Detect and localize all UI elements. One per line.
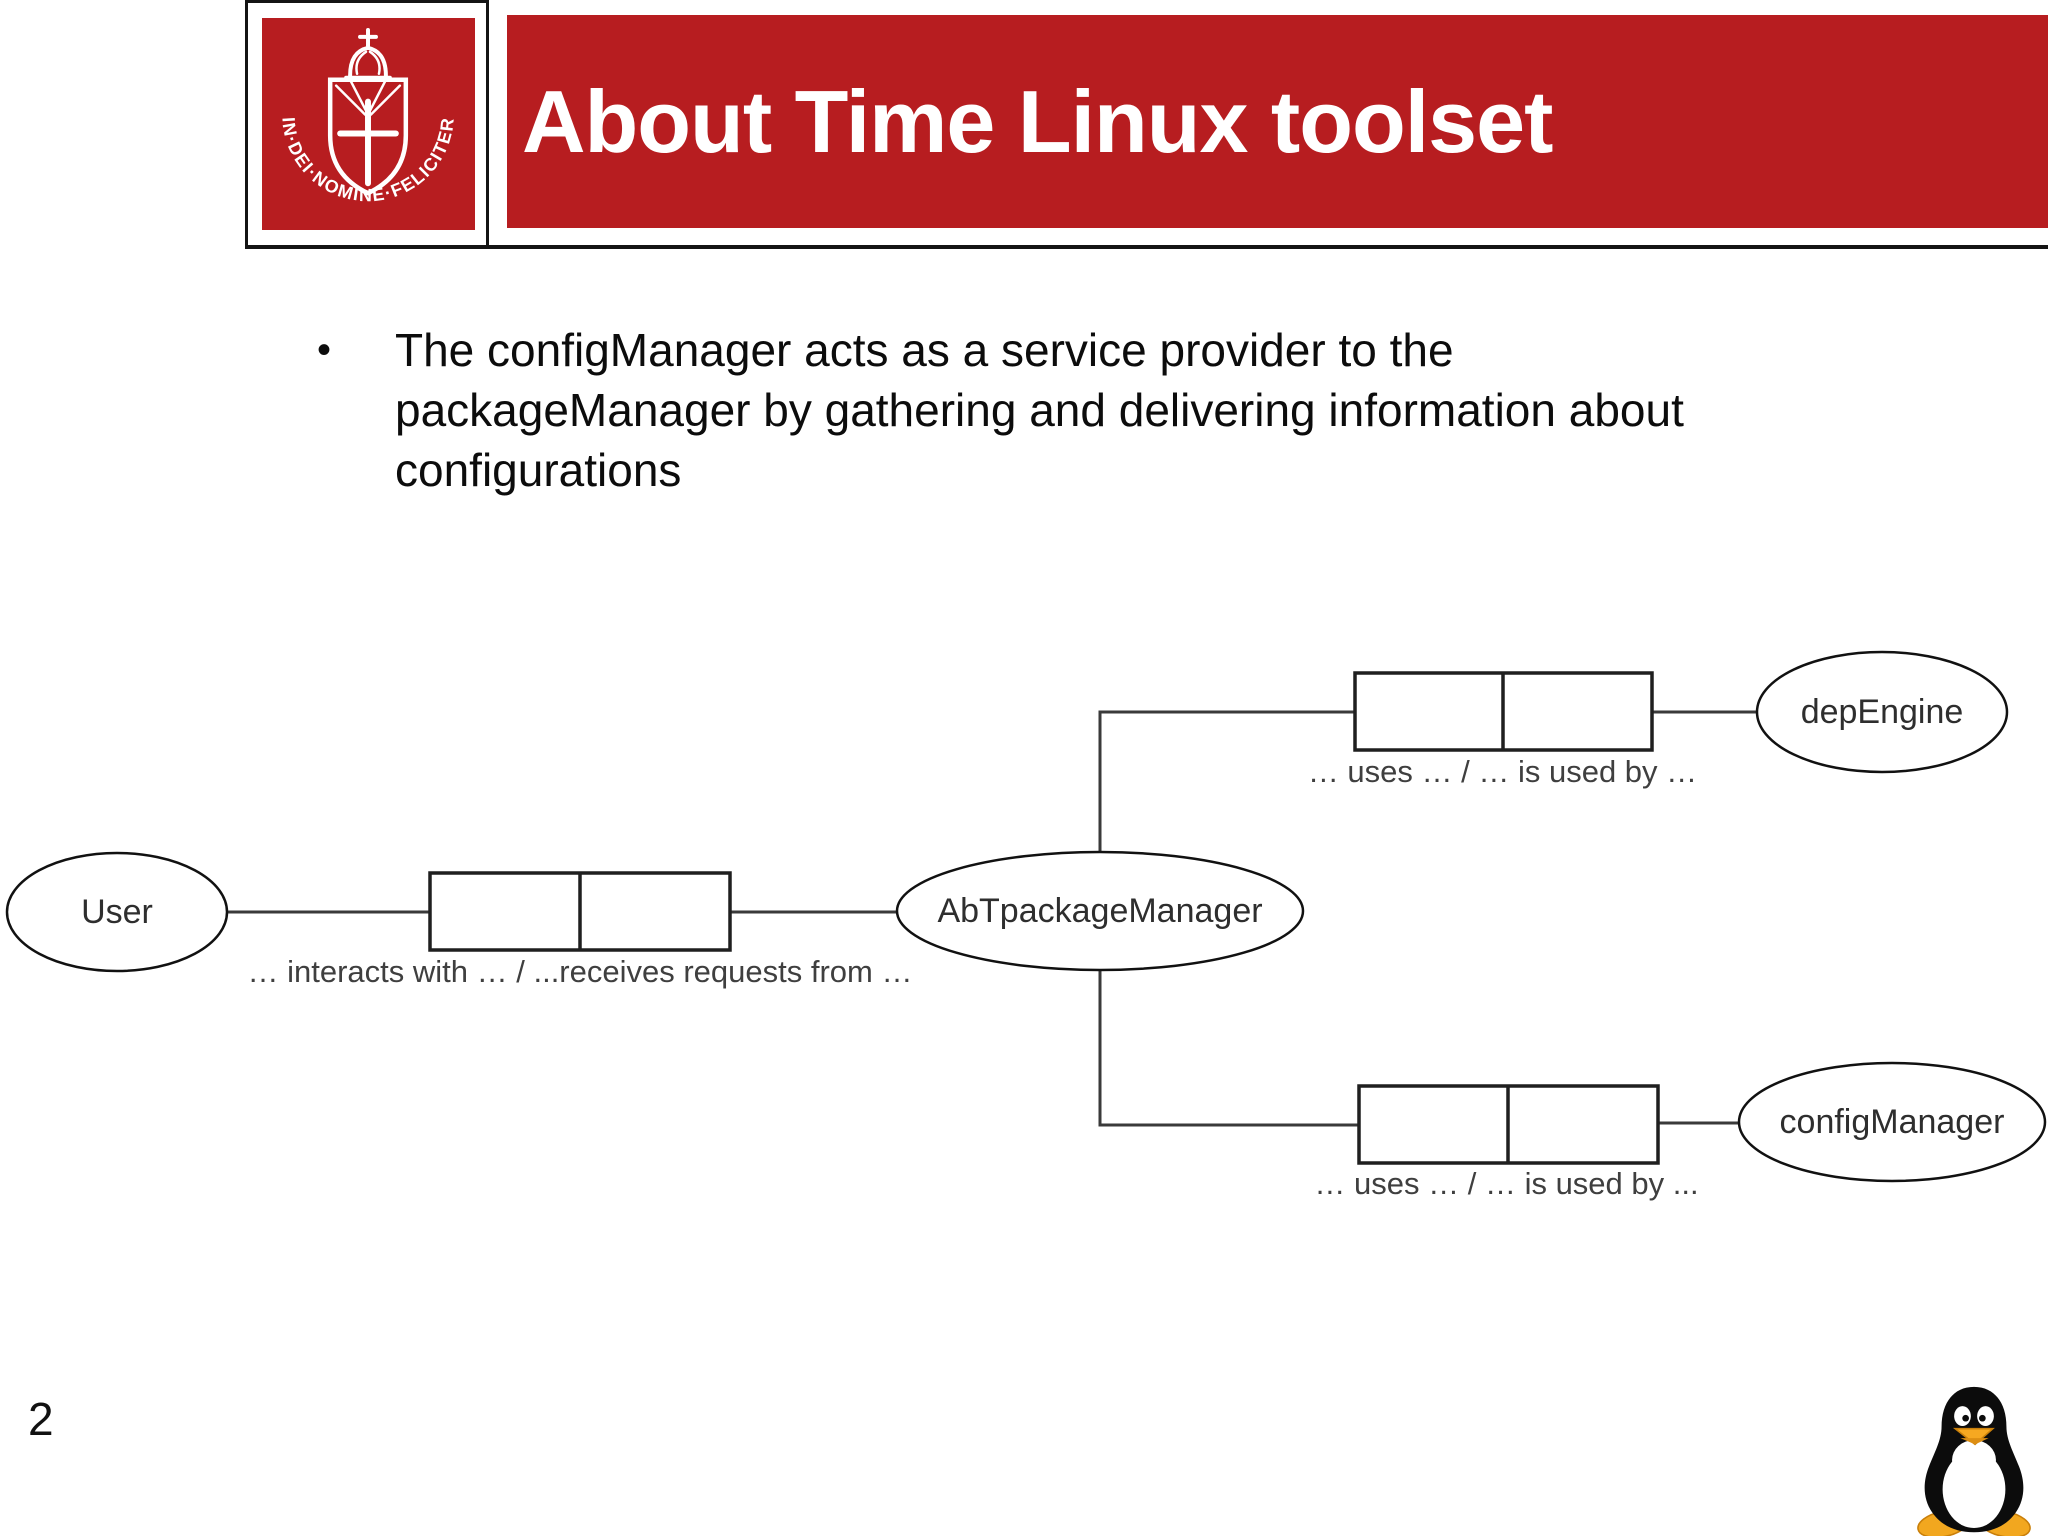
edge-packagemanager-usesbox-top (1098, 710, 1355, 852)
relation-label-uses-configmanager: … uses … / … is used by ... (1314, 1166, 1699, 1201)
node-ellipse-abtpackagemanager (895, 850, 1305, 972)
header-logo-frame: IN·DEI·NOMINE·FELICITER (245, 0, 489, 245)
page-title: About Time Linux toolset (522, 71, 1553, 171)
bullet-marker: • (317, 328, 332, 372)
node-label-depengine: depEngine (1800, 692, 1964, 731)
slide-title-bar: About Time Linux toolset (507, 15, 2048, 228)
radboud-seal-logo: IN·DEI·NOMINE·FELICITER (262, 18, 475, 230)
node-label-abtpackagemanager: AbTpackageManager (937, 891, 1263, 930)
tux-penguin-icon (1906, 1380, 2042, 1536)
node-label-user: User (81, 892, 153, 931)
bullet-line: configurations (395, 444, 682, 496)
bullet-item: • The configManager acts as a service pr… (317, 320, 1684, 500)
header-rule (245, 245, 2048, 249)
relation-label-uses-depengine: … uses … / … is used by … (1307, 754, 1698, 789)
edge-packagemanager-usesbox-bottom (1098, 970, 1359, 1127)
bullet-line: packageManager by gathering and deliveri… (395, 384, 1684, 436)
node-label-configmanager: configManager (1779, 1102, 2005, 1141)
page-number: 2 (28, 1393, 54, 1445)
relation-label-user-interacts: … interacts with … / ...receives request… (247, 954, 913, 989)
bullet-line: The configManager acts as a service prov… (395, 324, 1454, 376)
bullet-text: The configManager acts as a service prov… (395, 320, 1684, 500)
tux-penguin-svg (1917, 1386, 2031, 1536)
node-ellipse-configmanager (1737, 1061, 2047, 1183)
node-ellipse-user (5, 851, 229, 973)
node-ellipse-depengine (1755, 650, 2009, 774)
seal-icon: IN·DEI·NOMINE·FELICITER (278, 27, 456, 205)
